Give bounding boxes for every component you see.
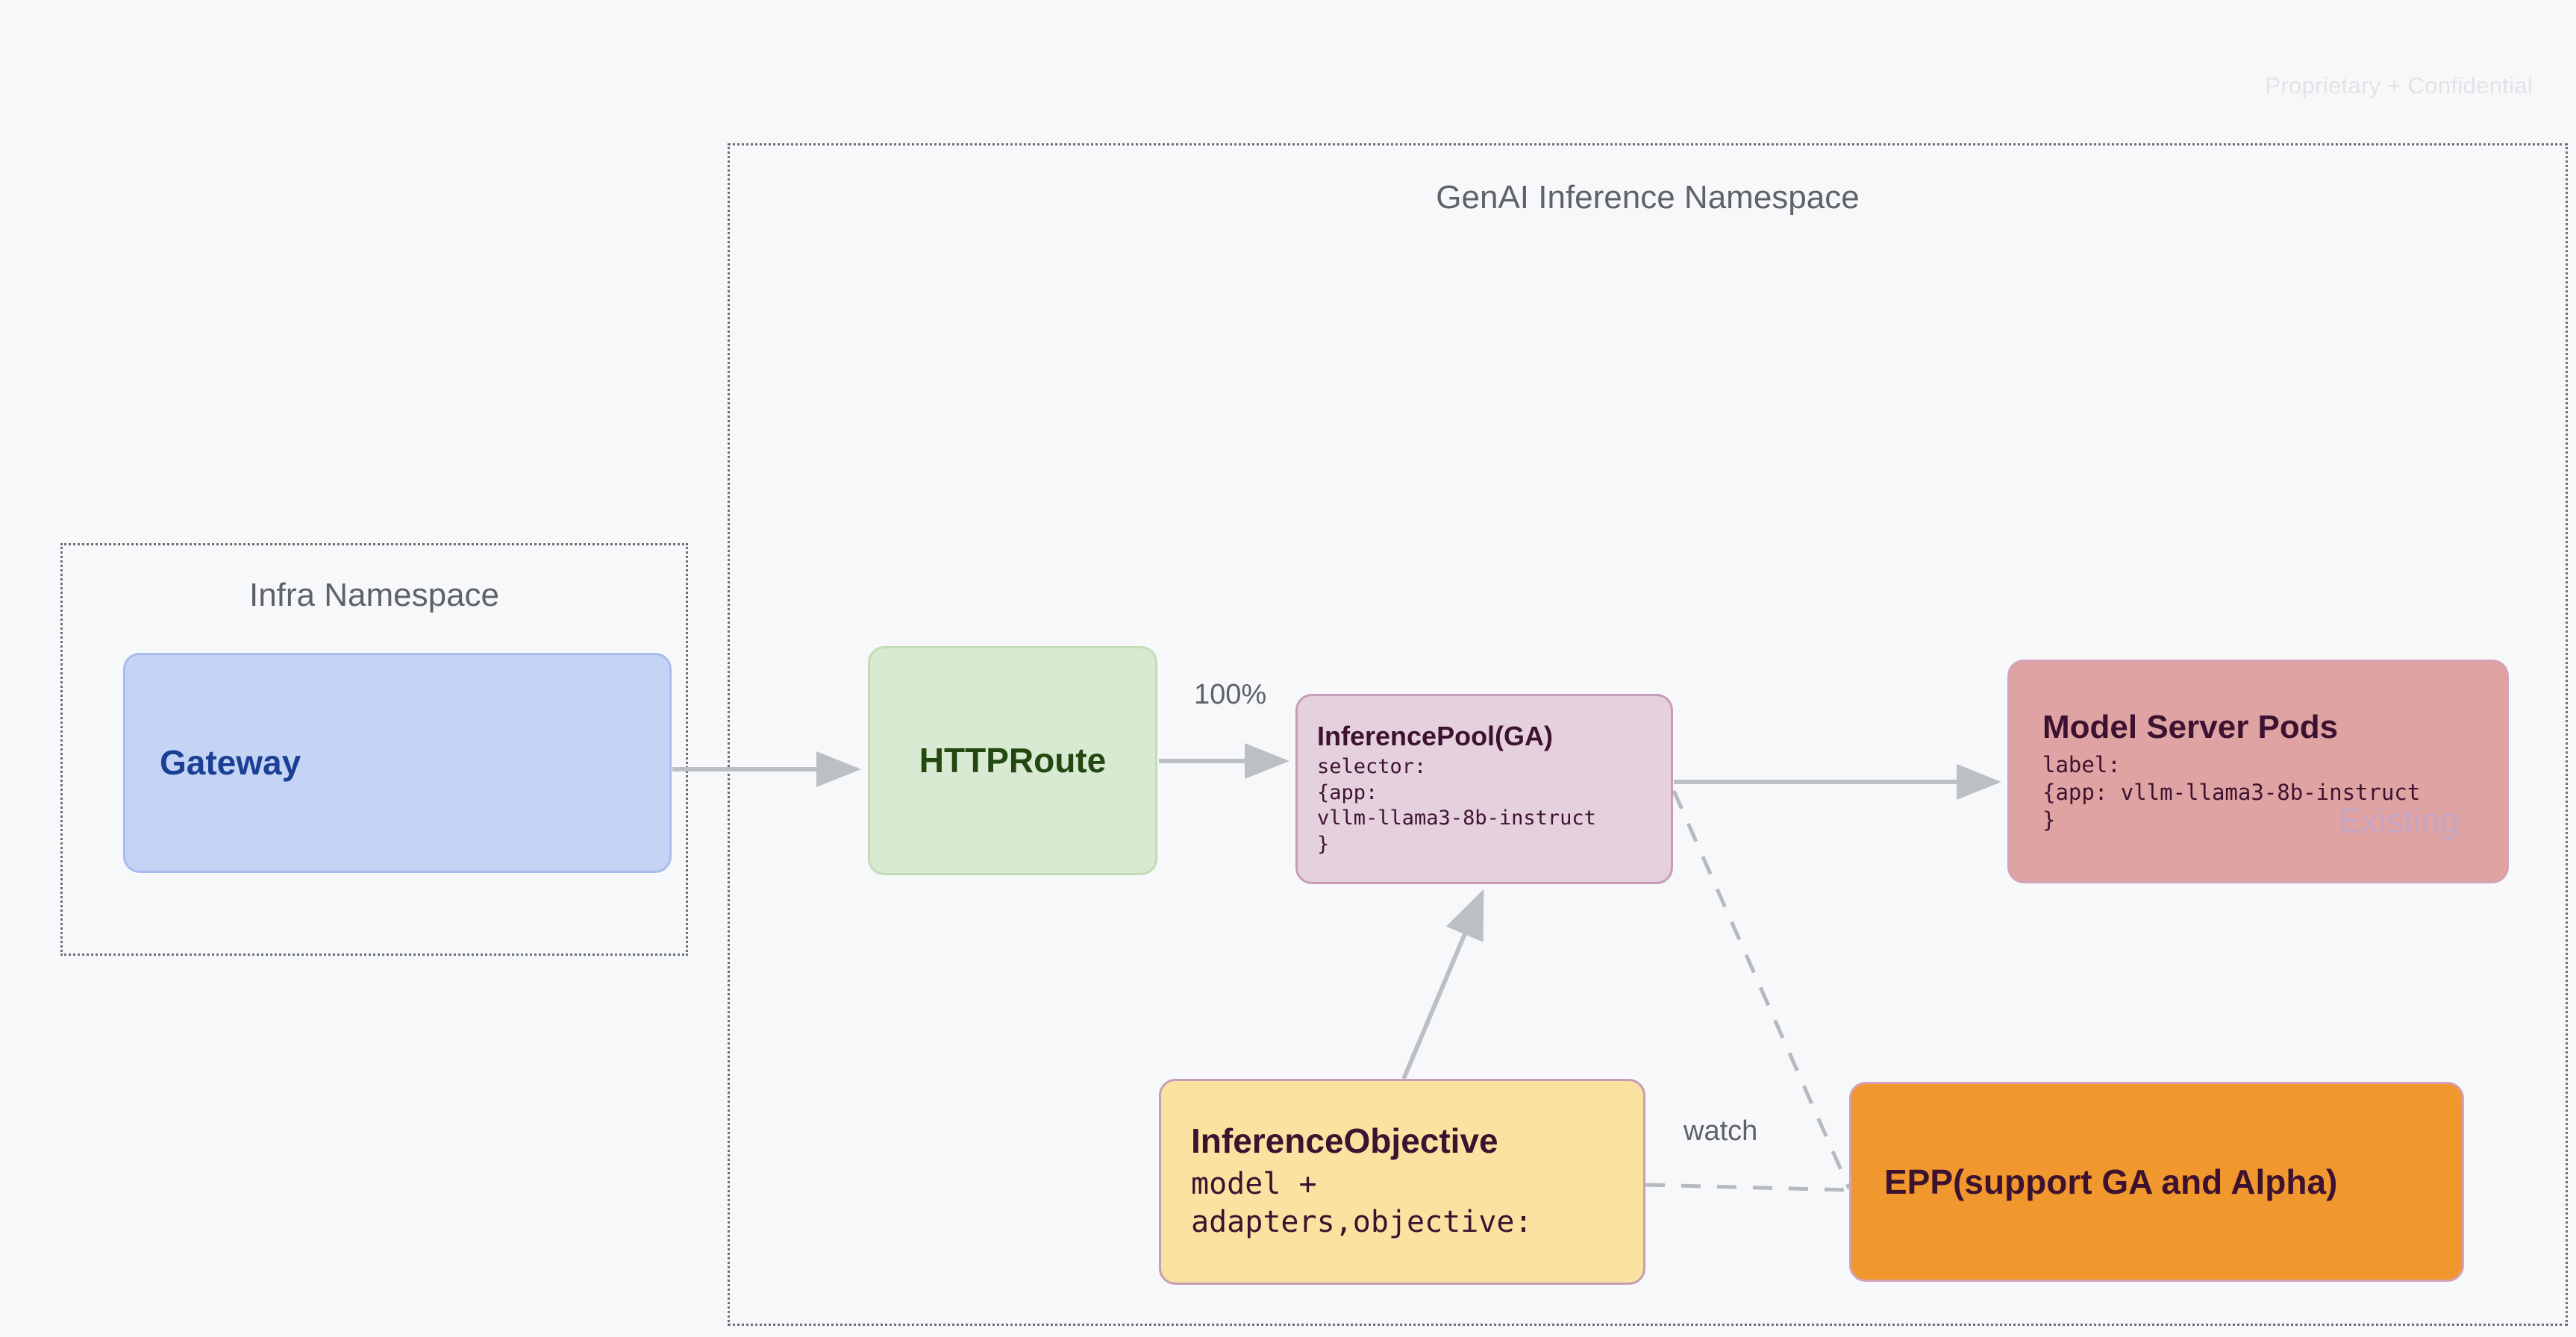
namespace-title-genai: GenAI Inference Namespace (1436, 179, 1860, 216)
node-gateway[interactable]: Gateway (123, 653, 672, 873)
node-inferencepool[interactable]: InferencePool(GA) selector: {app: vllm-l… (1295, 694, 1673, 884)
namespace-frame-genai (728, 143, 2568, 1326)
node-epp-title: EPP(support GA and Alpha) (1884, 1162, 2338, 1201)
node-modelserver-existing-badge: Existing (2338, 801, 2459, 840)
namespace-frame-infra (60, 543, 688, 956)
node-inferencepool-title: InferencePool(GA) (1317, 720, 1554, 751)
node-modelserver-title: Model Server Pods (2042, 709, 2339, 746)
node-inferenceobjective-title: InferenceObjective (1191, 1121, 1498, 1161)
node-inferencepool-code: selector: {app: vllm-llama3-8b-instruct … (1317, 755, 1596, 856)
confidential-watermark: Proprietary + Confidential (2265, 72, 2533, 98)
node-epp[interactable]: EPP(support GA and Alpha) (1849, 1082, 2464, 1282)
node-modelserver-code: label: {app: vllm-llama3-8b-instruct } (2042, 751, 2421, 833)
node-inferenceobjective-code: model + adapters,objective: (1191, 1167, 1533, 1240)
edge-label-100-percent: 100% (1194, 679, 1267, 710)
node-inferenceobjective[interactable]: InferenceObjective model + adapters,obje… (1159, 1079, 1645, 1285)
node-httproute[interactable]: HTTPRoute (868, 646, 1157, 875)
edge-label-watch: watch (1684, 1115, 1758, 1147)
node-httproute-title: HTTPRoute (919, 741, 1107, 780)
namespace-title-infra: Infra Namespace (248, 577, 500, 613)
node-gateway-title: Gateway (160, 743, 301, 783)
node-modelserver[interactable]: Model Server Pods label: {app: vllm-llam… (2007, 660, 2509, 883)
